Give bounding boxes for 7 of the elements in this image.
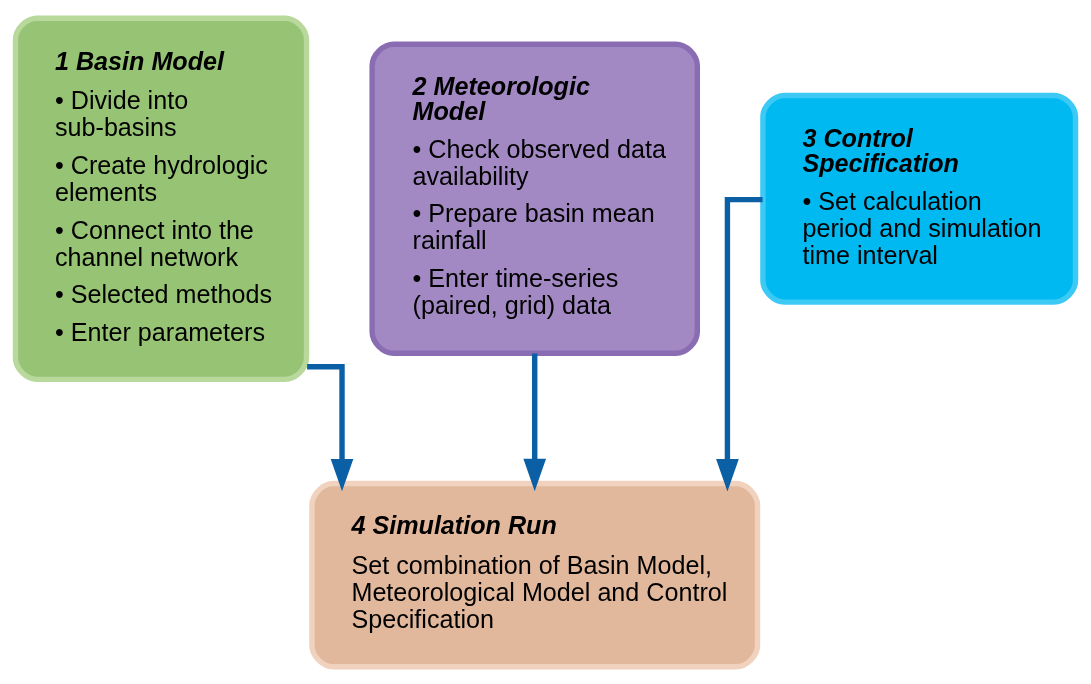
node-box: 4 Simulation Run Set combination of Basin Model, Meteorological Model and Control Specification bbox=[309, 480, 761, 669]
arrow bbox=[523, 353, 547, 491]
node-box: 2 Meteorologic Model • Check observed data availability • Prepare basin mean rainfall • Enter time-series (paired, grid) data bbox=[369, 41, 701, 356]
arrow bbox=[716, 196, 763, 491]
arrow bbox=[307, 363, 354, 491]
node-box: 1 Basin Model • Divide into sub-basins • Create hydrologic elements • Connect into the channel network • Selected methods • Enter parameters bbox=[12, 15, 310, 382]
node-box: 3 Control Specification • Set calculation period and simulation time interval bbox=[760, 92, 1079, 305]
